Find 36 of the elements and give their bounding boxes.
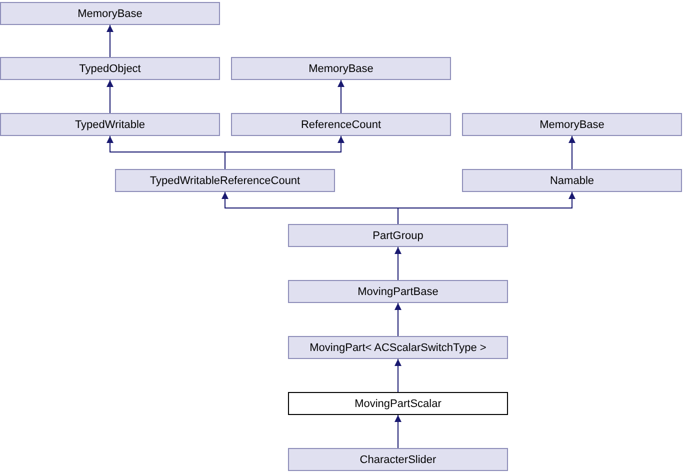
class-name: ReferenceCount <box>300 118 382 130</box>
inheritance-arrow <box>338 80 344 114</box>
class-name: MemoryBase <box>540 118 604 130</box>
inheritance-arrow <box>394 414 402 448</box>
class-name: MemoryBase <box>78 8 142 20</box>
class-box <box>115 169 335 192</box>
class-box <box>231 113 451 136</box>
class-name: PartGroup <box>372 230 424 242</box>
class-name: Namable <box>550 174 594 186</box>
class-name: MemoryBase <box>308 62 374 74</box>
class-box <box>462 169 682 192</box>
current-class-box <box>288 392 508 415</box>
inheritance-arrow <box>394 246 402 280</box>
class-name: TypedObject <box>79 62 141 74</box>
class-name: TypedWritableReferenceCount <box>150 174 300 186</box>
inheritance-arrow <box>394 358 402 392</box>
inheritance-arrow <box>106 24 114 58</box>
class-box <box>231 57 451 80</box>
class-box <box>462 113 682 136</box>
class-box <box>288 448 508 471</box>
inheritance-arrow <box>568 136 576 170</box>
class-box <box>0 2 220 25</box>
class-box <box>288 224 508 247</box>
class-box <box>0 113 220 136</box>
class-name: TypedWritable <box>74 118 146 130</box>
class-box <box>288 280 508 303</box>
class-name: CharacterSlider <box>360 454 436 466</box>
inheritance-arrow <box>106 80 114 114</box>
class-box <box>288 336 508 359</box>
class-name: MovingPartScalar <box>354 398 442 410</box>
inheritance-arrow <box>394 302 402 336</box>
class-name: MovingPart< ACScalarSwitchType > <box>310 342 486 354</box>
inheritance-arrow <box>224 136 344 170</box>
class-name: MovingPartBase <box>358 286 438 298</box>
inheritance-arrow <box>398 192 576 224</box>
class-box <box>0 57 220 80</box>
